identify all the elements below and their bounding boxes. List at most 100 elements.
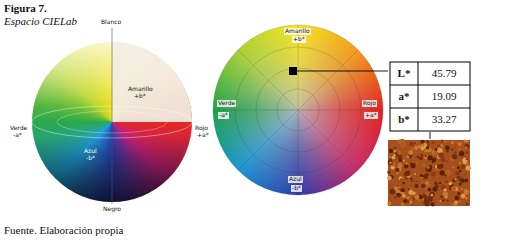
grain [404,164,408,168]
grain [459,148,461,150]
grain [452,166,454,168]
grain [422,163,426,167]
grain [387,202,391,206]
grain [459,162,462,165]
grain [388,161,392,165]
grain [421,146,425,150]
grain [457,166,460,169]
axis-label: +a* [197,132,209,139]
grain [403,160,405,162]
grain [426,186,429,189]
grain [430,192,435,197]
sample-grains [387,139,471,207]
grain [432,150,437,155]
grain [394,154,396,156]
table-cell: 33.27 [418,113,470,125]
table-cell: b* [390,113,418,125]
grain [394,150,396,152]
table-cell: a* [390,90,418,102]
grain [405,171,411,177]
grain [456,142,458,144]
grain [423,195,426,198]
grain [451,149,453,151]
grain [445,181,448,184]
grain [463,160,467,164]
grain [389,156,391,158]
grain [437,164,442,169]
axis-label: Amarillo [128,86,153,93]
grain [466,203,469,206]
grain [431,194,434,197]
grain [408,188,410,190]
grain [410,179,414,183]
grain [459,183,462,186]
grain [415,184,419,188]
grain [437,148,442,153]
grain [399,176,403,180]
grain [465,173,467,175]
grain [440,200,442,202]
grain [454,151,457,154]
grain [460,176,462,178]
grain [427,165,432,170]
grain [423,174,428,179]
grain [425,192,429,196]
grain [411,163,416,168]
grain [444,174,446,176]
grain [415,195,420,200]
grain [459,151,464,156]
axis-label: Azul [84,148,97,155]
grain [445,170,450,175]
grain [425,181,429,185]
grain [441,158,446,163]
grain [412,204,414,206]
grain [465,179,469,183]
grain [464,188,466,190]
grain [431,202,435,206]
wheel-label: Azul [288,176,303,183]
grain [446,161,448,163]
wheel-grid [213,25,383,195]
grain [439,182,441,184]
grain [402,194,406,198]
grain [389,149,393,153]
grain [424,195,428,199]
grain [424,198,428,202]
grain [455,179,457,181]
grain [451,141,454,144]
grain [420,174,423,177]
grain [443,188,446,191]
wheel-label: Rojo [362,100,377,107]
grain [395,168,400,173]
grain [449,182,453,186]
grain [427,143,430,146]
grain [458,200,461,203]
grain [435,184,439,188]
grain [452,154,457,159]
grain [441,140,443,142]
grain [440,139,444,143]
grain [461,164,466,169]
grain [427,155,432,160]
axis-label: Rojo [195,125,208,132]
grain [445,146,450,151]
table-cell: 19.09 [418,90,470,102]
axis-label: -a* [13,132,22,139]
grain [432,141,435,144]
sample-marker [289,67,297,75]
grain [411,148,413,150]
grain [451,186,456,191]
grain [452,178,456,182]
grain [398,163,403,168]
grain [394,196,396,198]
axis-label: Verde [10,125,27,132]
grain [417,156,420,159]
grain [439,170,444,175]
grain [425,173,429,177]
grain [442,199,444,201]
figure-title: Figura 7. [4,2,47,14]
figure-source: Fuente. Elaboración propia [4,224,123,236]
grain [441,195,444,198]
grain [408,190,413,195]
